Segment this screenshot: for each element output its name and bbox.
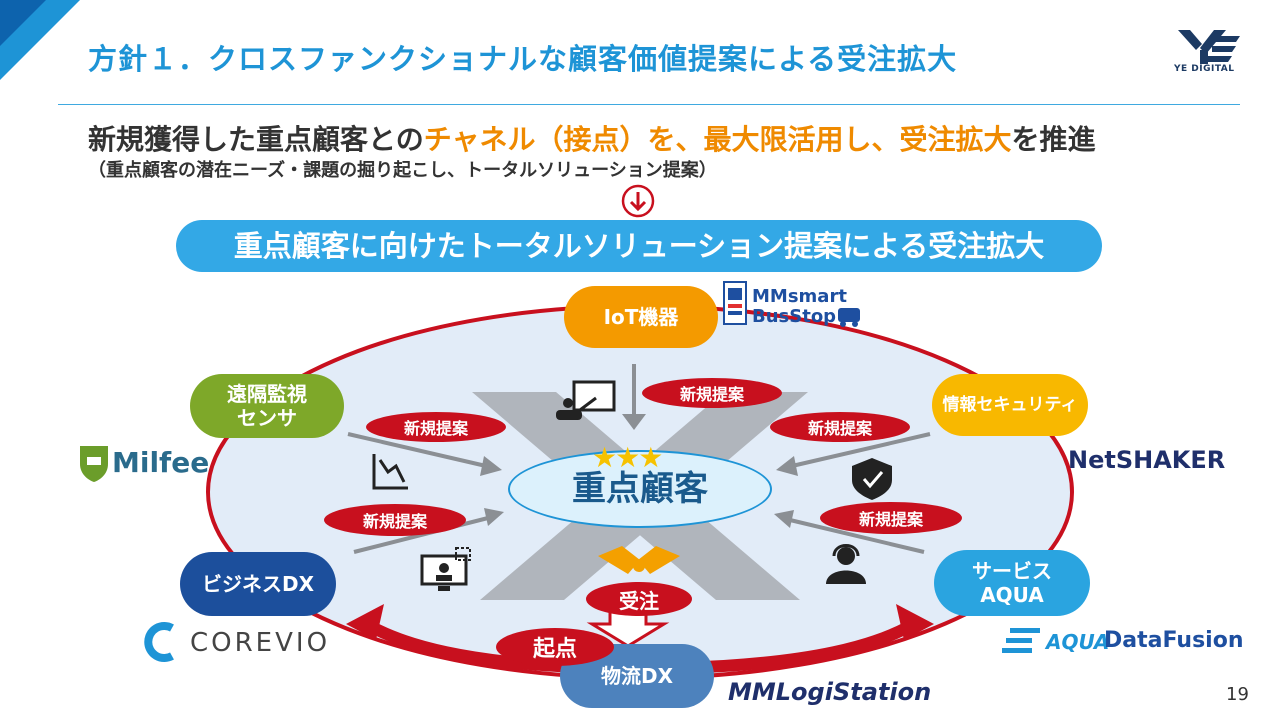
- title-divider: [58, 104, 1240, 105]
- origin-badge: 起点: [496, 628, 614, 666]
- corevio-mark-icon: [144, 622, 174, 662]
- milfee-shield-icon: [80, 446, 108, 482]
- headline-part1: 新規獲得した重点顧客との: [88, 123, 424, 156]
- left-arrowhead: [346, 604, 384, 640]
- corner-decoration: [0, 0, 80, 80]
- solution-banner: 重点顧客に向けたトータルソリューション提案による受注拡大: [176, 220, 1102, 272]
- shield-check-icon: [852, 458, 892, 500]
- bus-icon: [838, 308, 860, 327]
- presentation-icon: [556, 380, 616, 420]
- brand-datafusion: DataFusion: [1104, 628, 1244, 653]
- node-iot-device: IoT機器: [564, 286, 718, 348]
- headline: 新規獲得した重点顧客とのチャネル（接点）を、最大限活用し、受注拡大を推進: [88, 118, 1095, 158]
- ye-digital-logo: [1176, 26, 1242, 76]
- proposal-badge-top: 新規提案: [642, 378, 782, 408]
- sub-headline: （重点顧客の潜在ニーズ・課題の掘り起こし、トータルソリューション提案）: [88, 160, 717, 181]
- proposal-badge-left-top: 新規提案: [366, 412, 506, 442]
- brand-mmsmart-line1: MMsmart: [752, 286, 847, 307]
- headline-part3: を推進: [1011, 123, 1096, 156]
- bus-stop-icon: [723, 281, 747, 325]
- node-remote-sensor: 遠隔監視 センサ: [190, 374, 344, 438]
- aqua-mark-icon: [1002, 628, 1040, 653]
- handshake-icon: [598, 546, 680, 574]
- headline-highlight: チャネル（接点）を、最大限活用し、受注拡大: [423, 123, 1012, 156]
- input-arrows: [347, 364, 931, 554]
- brand-mmsmart-line2: BusStop: [752, 306, 837, 327]
- line-chart-icon: [372, 454, 408, 490]
- brand-milfee: Milfee: [112, 446, 210, 479]
- brand-aqua: AQUA: [1046, 630, 1110, 654]
- proposal-badge-right-top: 新規提案: [770, 412, 910, 442]
- down-arrow-icon: [620, 183, 656, 219]
- proposal-badge-right-bottom: 新規提案: [820, 502, 962, 534]
- star-rating-icon: ★★★: [592, 441, 663, 474]
- brand-corevio: COREVIO: [190, 628, 331, 658]
- monitor-user-icon: [420, 547, 471, 591]
- headset-agent-icon: [826, 544, 866, 584]
- node-info-security: 情報セキュリティ: [932, 374, 1088, 436]
- node-service-aqua: サービス AQUA: [934, 550, 1090, 616]
- brand-netshaker: NetSHAKER: [1068, 446, 1226, 474]
- node-business-dx: ビジネスDX: [180, 552, 336, 616]
- slide-title: 方針１．クロスファンクショナルな顧客価値提案による受注拡大: [88, 42, 958, 76]
- right-arrowhead: [896, 604, 934, 640]
- ye-digital-logo-text: YE DIGITAL: [1174, 64, 1235, 74]
- brand-mmlogistation: MMLogiStation: [728, 678, 932, 706]
- page-number: 19: [1226, 684, 1249, 705]
- proposal-badge-left-bottom: 新規提案: [324, 504, 466, 536]
- order-badge: 受注: [586, 582, 692, 616]
- key-customer-core: 重点顧客: [508, 450, 772, 528]
